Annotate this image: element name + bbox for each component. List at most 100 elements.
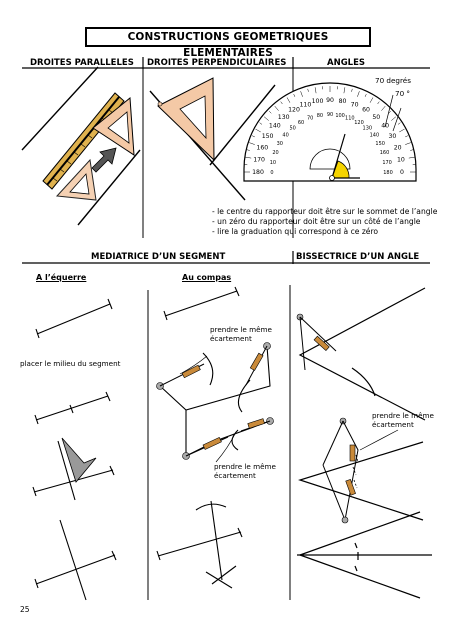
- protractor-tick: [397, 122, 401, 125]
- protractor-tick: [259, 122, 263, 125]
- protractor-tick: [300, 91, 303, 97]
- bissectrice-dashes: [352, 454, 359, 489]
- compas-label: Au compas: [182, 273, 232, 282]
- protractor-tick: [274, 105, 279, 111]
- protractor-tick: [286, 97, 291, 103]
- protractor-inner-tick-label: 110: [345, 116, 355, 122]
- protractor-inner-tick-label: 50: [290, 126, 296, 132]
- protractor-icon: [243, 82, 417, 182]
- protractor-tick: [369, 97, 374, 103]
- protractor-angle-label: 70 degrés: [375, 76, 411, 85]
- protractor-tick: [307, 88, 309, 92]
- protractor-tick: [388, 111, 391, 114]
- parallel-lines: [21, 66, 141, 226]
- protractor-outer-tick-label: 30: [388, 133, 396, 140]
- protractor-inner-tick-label: 170: [382, 160, 392, 166]
- protractor-inner-tick-label: 30: [277, 141, 283, 147]
- protractor-inner-tick-label: 150: [375, 141, 385, 147]
- protractor-tick: [251, 135, 255, 138]
- leader-lines: [179, 355, 237, 463]
- protractor-outer-tick-label: 180: [252, 169, 264, 176]
- protractor-tick: [351, 88, 353, 92]
- protractor-outer-tick-label: 110: [299, 101, 311, 108]
- protractor-inner-tick-label: 140: [370, 133, 380, 139]
- compass-icon: [156, 342, 274, 460]
- header-bissectrice: BISSECTRICE D’UN ANGLE: [296, 252, 420, 262]
- protractor-tick: [343, 87, 346, 94]
- header-rules: [22, 57, 430, 264]
- protractor-tick: [246, 149, 250, 151]
- perpendicular-figure: [149, 77, 276, 201]
- protractor-tick: [357, 91, 360, 97]
- header-mediatrice: MEDIATRICE D’UN SEGMENT: [91, 252, 226, 262]
- protractor-inner-tick-label: 130: [363, 126, 373, 132]
- protractor-inner-tick-label: 90: [327, 112, 333, 118]
- protractor-outer-tick-label: 130: [278, 114, 290, 121]
- protractor-tick: [391, 116, 397, 121]
- equerre-shaded-icon: [61, 437, 97, 483]
- protractor-tick: [263, 116, 269, 121]
- protractor-tick: [410, 149, 414, 151]
- protractor-outer-tick-label: 170: [253, 157, 265, 164]
- protractor-tick: [381, 105, 386, 111]
- protractor-inner-tick-label: 120: [354, 120, 364, 126]
- protractor-outer-tick-label: 0: [400, 169, 404, 176]
- set-square-icon: [55, 97, 135, 201]
- protractor-inner-tick-label: 60: [298, 120, 304, 126]
- protractor-tick: [269, 111, 272, 114]
- angle-note-3: - lire la graduation qui correspond à ce…: [212, 227, 379, 236]
- protractor-tick: [249, 142, 255, 145]
- protractor-tick: [293, 93, 296, 97]
- protractor-outer-tick-label: 100: [312, 98, 324, 105]
- protractor-tick: [408, 156, 415, 159]
- protractor-outer-tick-label: 80: [339, 98, 347, 105]
- milieu-note: placer le milieu du segment: [20, 359, 121, 368]
- angle-note-1: - le centre du rapporteur doit être sur …: [212, 207, 438, 216]
- protractor-tick: [255, 128, 261, 133]
- header-paralleles: DROITES PARALLELES: [30, 58, 134, 68]
- protractor-tick: [245, 156, 252, 159]
- protractor-tick: [377, 101, 380, 105]
- protractor-inner-tick-label: 0: [270, 170, 273, 176]
- protractor-inner-tick-label: 180: [383, 170, 393, 176]
- protractor-outer-tick-label: 60: [362, 107, 370, 114]
- protractor-outer-tick-label: 90: [326, 97, 334, 104]
- protractor-outer-tick-label: 50: [372, 114, 380, 121]
- protractor-outer-tick-label: 150: [262, 133, 274, 140]
- bissectrice-leader-line: [359, 429, 399, 451]
- protractor-inner-tick-label: 70: [307, 116, 313, 122]
- protractor-tick: [280, 101, 283, 105]
- angle-note-2: - un zéro du rapporteur doit être sur un…: [212, 217, 421, 226]
- bissectrice-compass-icon: [296, 313, 359, 524]
- protractor-inner-tick-label: 100: [335, 113, 345, 119]
- page-number: 25: [20, 605, 30, 614]
- equerre-label: A l’équerre: [36, 273, 87, 282]
- protractor-inner-tick-label: 80: [317, 113, 323, 119]
- protractor-angle-value: 70 °: [395, 89, 411, 98]
- parallel-ruler-icon: [42, 92, 125, 190]
- protractor-outer-tick-label: 140: [269, 123, 281, 130]
- protractor-tick: [314, 87, 317, 94]
- protractor-inner-tick-label: 40: [282, 133, 288, 139]
- protractor-tick: [399, 128, 405, 133]
- header-perpendiculaires: DROITES PERPENDICULAIRES: [147, 58, 287, 68]
- protractor-outer-tick-label: 160: [256, 144, 268, 151]
- header-angles: ANGLES: [327, 58, 366, 68]
- protractor-inner-tick-label: 160: [380, 150, 390, 156]
- mediatrice-equerre-figure: [32, 298, 117, 601]
- arrow-icon: [91, 147, 117, 173]
- protractor-outer-tick-label: 20: [394, 144, 402, 151]
- protractor-inner-tick-label: 10: [270, 160, 276, 166]
- protractor-outer-tick-label: 120: [288, 107, 300, 114]
- protractor-outer-tick-label: 70: [351, 101, 359, 108]
- page-title: CONSTRUCTIONS GEOMETRIQUES ELEMENTAIRES: [85, 27, 371, 59]
- protractor-outer-tick-label: 10: [397, 157, 405, 164]
- bissectrice-figure: [297, 287, 432, 599]
- protractor-outer-tick-label: 40: [381, 123, 389, 130]
